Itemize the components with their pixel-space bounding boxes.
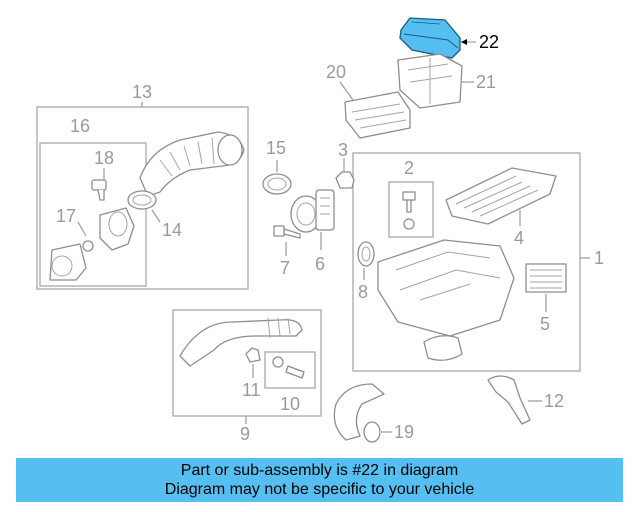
callout-3: 3 bbox=[338, 140, 348, 160]
leader-20 bbox=[339, 81, 354, 101]
callout-7: 7 bbox=[280, 258, 290, 278]
banner-line-1: Part or sub-assembly is #22 in diagram bbox=[180, 462, 459, 479]
banner-line-2: Diagram may not be specific to your vehi… bbox=[164, 481, 475, 498]
part-3-grommet bbox=[335, 171, 355, 189]
callout-15: 15 bbox=[266, 138, 286, 158]
part-20-duct bbox=[344, 91, 411, 139]
callout-20: 20 bbox=[326, 62, 346, 82]
group-10-box bbox=[264, 351, 316, 389]
callout-17: 17 bbox=[56, 206, 76, 226]
callout-1: 1 bbox=[594, 248, 604, 268]
part-14-clamp bbox=[127, 190, 157, 210]
callout-13: 13 bbox=[132, 82, 152, 102]
part-7-bolt bbox=[273, 225, 301, 239]
callout-14: 14 bbox=[162, 220, 182, 240]
callout-18: 18 bbox=[94, 148, 114, 168]
info-banner: Part or sub-assembly is #22 in diagram D… bbox=[16, 458, 623, 502]
group-2-box bbox=[388, 181, 434, 238]
leader-14 bbox=[151, 209, 161, 223]
part-12-hose bbox=[487, 375, 531, 425]
callout-5: 5 bbox=[540, 314, 550, 334]
part-19-elbow bbox=[333, 383, 385, 443]
callout-11: 11 bbox=[242, 380, 261, 400]
callout-10: 10 bbox=[280, 394, 300, 414]
arrow-22 bbox=[461, 39, 467, 45]
callout-12: 12 bbox=[544, 391, 564, 411]
part-11-grommet bbox=[245, 347, 261, 363]
callout-21: 21 bbox=[476, 72, 496, 92]
part-18-sensor bbox=[91, 179, 107, 201]
callout-2: 2 bbox=[404, 158, 414, 178]
callout-19: 19 bbox=[394, 422, 414, 442]
part-4-lid bbox=[445, 167, 557, 225]
part-9-tube bbox=[179, 317, 303, 367]
callout-4: 4 bbox=[514, 228, 524, 248]
part-15-clamp bbox=[262, 173, 292, 195]
part-2-bolts bbox=[402, 191, 416, 230]
part-8-gasket bbox=[357, 241, 375, 267]
part-10-bolts bbox=[272, 356, 305, 379]
part-1-airbox bbox=[377, 239, 515, 361]
part-5-filter bbox=[525, 263, 567, 293]
group-16-box bbox=[39, 142, 147, 287]
group-1-box bbox=[352, 152, 581, 372]
part-22-cover[interactable] bbox=[399, 17, 461, 59]
callout-9: 9 bbox=[240, 424, 250, 444]
leader-17 bbox=[77, 221, 87, 237]
callout-16: 16 bbox=[70, 116, 90, 136]
part-21-bracket bbox=[397, 53, 463, 109]
callout-6: 6 bbox=[315, 254, 325, 274]
part-13-hose bbox=[139, 131, 245, 197]
part-16-assembly bbox=[49, 207, 135, 281]
callout-22: 22 bbox=[479, 32, 499, 52]
group-9-box bbox=[172, 309, 322, 417]
part-6-sensor bbox=[290, 189, 335, 233]
callout-8: 8 bbox=[358, 282, 368, 302]
